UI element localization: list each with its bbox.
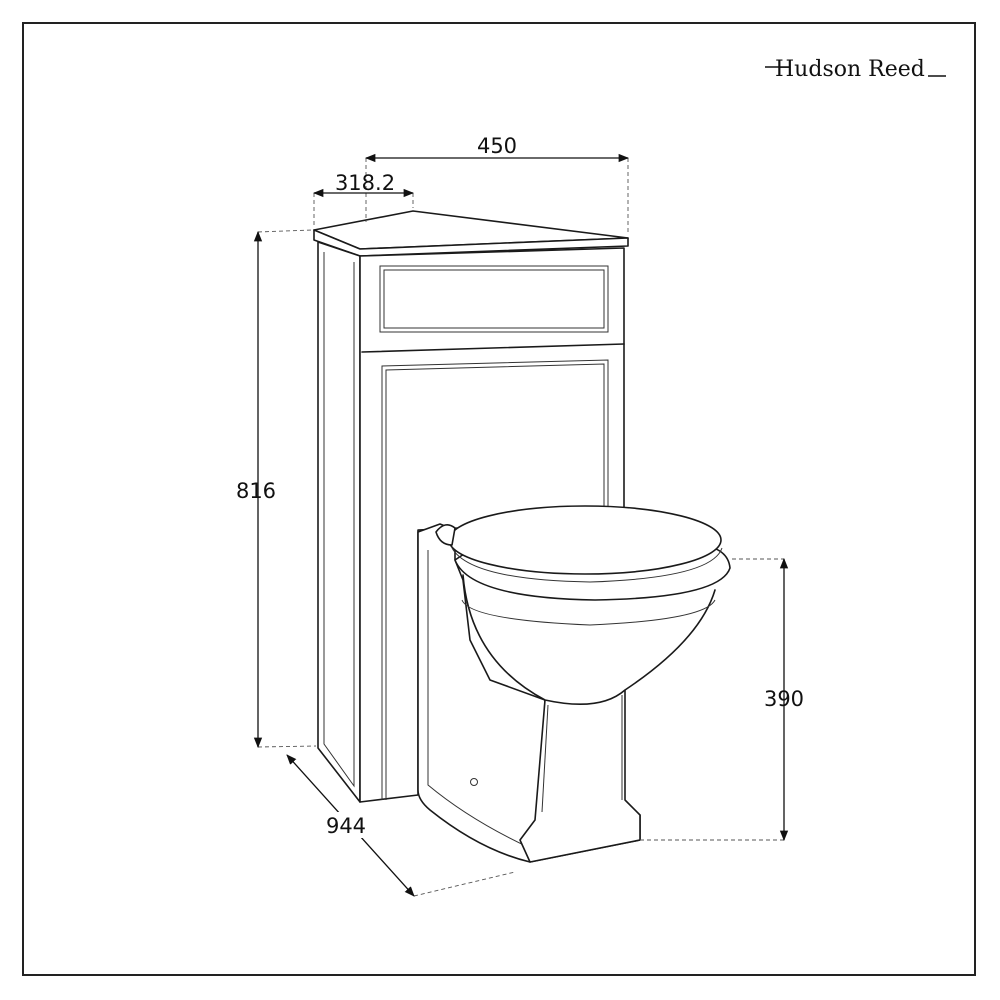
width-label: 450 [477, 134, 517, 158]
dimension-projection: 944 [286, 754, 415, 897]
dimension-depth: 318.2 [312, 171, 415, 198]
back-to-wall-toilet [417, 505, 731, 863]
brand-logo: Hudson Reed [765, 57, 946, 82]
dimension-seat-height: 390 [764, 557, 804, 842]
drawing-frame [22, 22, 976, 976]
projection-label: 944 [326, 814, 366, 838]
logo-text: Hudson Reed [775, 57, 925, 82]
depth-label: 318.2 [335, 171, 395, 195]
dimension-width: 450 [364, 134, 630, 163]
height-label: 816 [236, 479, 276, 503]
dimension-height: 816 [236, 230, 276, 749]
seat-height-label: 390 [764, 687, 804, 711]
